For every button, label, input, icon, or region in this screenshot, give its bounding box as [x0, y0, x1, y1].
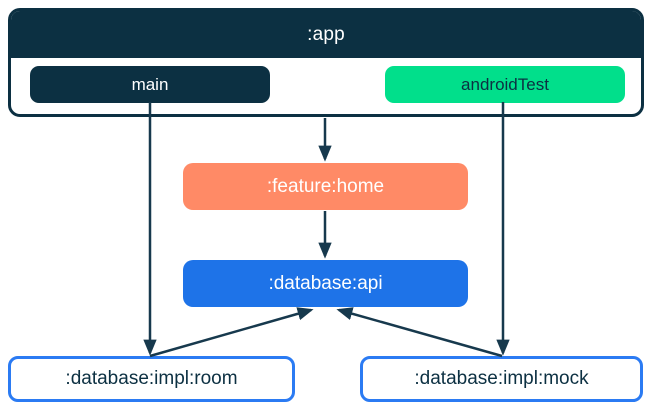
app-module-label: :app — [307, 23, 345, 45]
database-impl-room-node: :database:impl:room — [8, 356, 295, 402]
source-set-androidtest-label: androidTest — [461, 74, 549, 94]
source-set-androidtest: androidTest — [385, 66, 625, 103]
database-impl-mock-node: :database:impl:mock — [360, 356, 643, 402]
database-impl-room-label: :database:impl:room — [65, 368, 238, 389]
edge-database-impl-mock-to-database-api — [336, 307, 503, 358]
source-set-main-label: main — [131, 74, 169, 94]
feature-home-node: :feature:home — [183, 163, 468, 210]
database-api-label: :database:api — [268, 272, 383, 294]
database-api-node: :database:api — [183, 260, 468, 307]
database-impl-mock-label: :database:impl:mock — [414, 368, 589, 389]
feature-home-label: :feature:home — [266, 175, 385, 197]
edge-database-impl-room-to-database-api — [149, 307, 314, 358]
app-module-header: :app — [11, 11, 641, 58]
app-module-node: :app main androidTest — [8, 8, 644, 117]
source-set-main: main — [30, 66, 270, 103]
